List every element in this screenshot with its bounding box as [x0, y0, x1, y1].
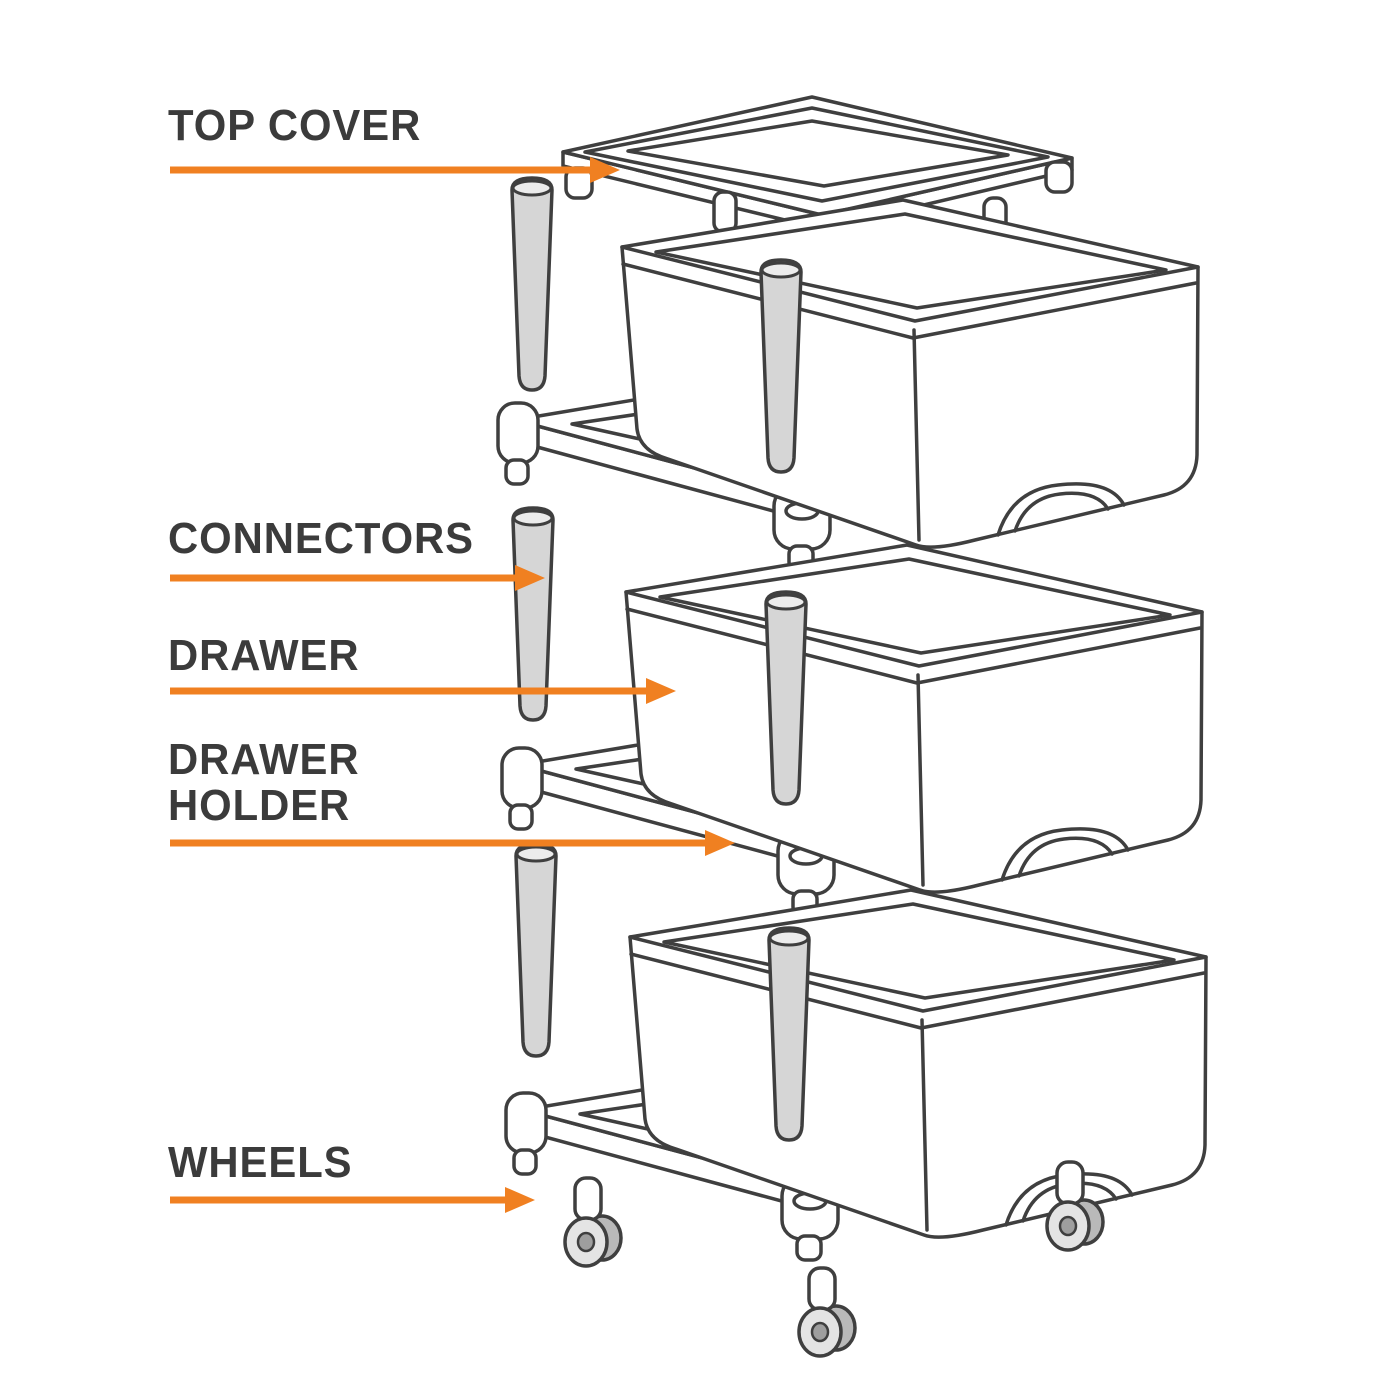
connectors-label: CONNECTORS [168, 514, 475, 563]
connector-tube [514, 842, 558, 1058]
top-cover-foot [1044, 160, 1074, 194]
drawer-arrow [170, 678, 676, 704]
connectors-arrow [170, 565, 545, 591]
wheels-arrow [170, 1187, 535, 1213]
top-cover-clip [712, 190, 738, 234]
drawer-holder-label-line1: DRAWER [168, 735, 360, 784]
connector-tube [767, 926, 811, 1142]
connector-tube [510, 176, 554, 392]
caster-wheel [797, 1266, 857, 1358]
drawer-holder-arrow [170, 830, 735, 856]
wheels-label: WHEELS [168, 1138, 353, 1187]
drawer-label: DRAWER [168, 631, 360, 680]
top-cover-label: TOP COVER [168, 101, 422, 150]
connector-tube [764, 590, 808, 806]
top-cover-arrow [170, 157, 620, 183]
drawer-holder-label-line2: HOLDER [168, 781, 351, 831]
drawer-holder-label: DRAWER HOLDER [168, 735, 360, 831]
connector-tube [759, 258, 803, 474]
caster-wheel [563, 1176, 623, 1268]
